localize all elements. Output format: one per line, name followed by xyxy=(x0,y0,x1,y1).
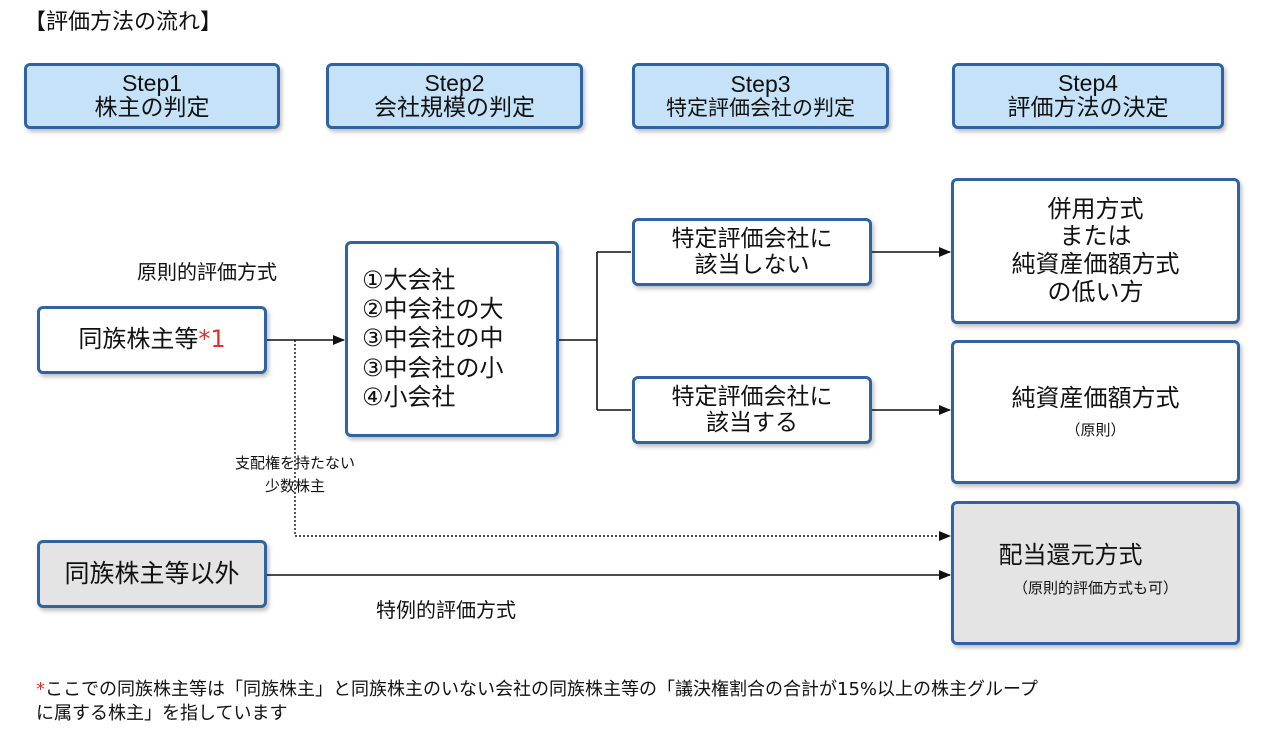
special-method-label: 特例的評価方式 xyxy=(376,598,516,622)
step3-label: 特定評価会社の判定 xyxy=(666,96,855,121)
specific-not-applicable-box: 特定評価会社に 該当しない xyxy=(632,218,872,286)
minority-label-line2: 少数株主 xyxy=(264,477,325,496)
company-size-item: ③中会社の小 xyxy=(362,353,504,382)
specific-applicable-box: 特定評価会社に 該当する xyxy=(632,376,872,444)
step1-label: 株主の判定 xyxy=(94,95,210,121)
step2-header: Step2 会社規模の判定 xyxy=(326,63,583,129)
footnote-mark: * xyxy=(36,679,45,700)
net-assets-note: （原則） xyxy=(1065,421,1126,440)
net-assets-label: 純資産価額方式 xyxy=(1011,383,1180,412)
specific-applicable-line2: 該当する xyxy=(706,410,798,436)
dotted-minority-path xyxy=(294,340,951,541)
family-shareholder-label: 同族株主等 xyxy=(78,325,199,354)
step3-header: Step3 特定評価会社の判定 xyxy=(632,63,889,129)
footnote: *ここでの同族株主等は「同族株主」と同族株主のいない会社の同族株主等の「議決権割… xyxy=(36,678,1266,727)
page-title: 【評価方法の流れ】 xyxy=(24,10,223,35)
minority-label-line1: 支配権を持たない xyxy=(234,454,355,472)
step2-label: 会社規模の判定 xyxy=(374,95,535,121)
step3-number: Step3 xyxy=(730,70,791,97)
family-shareholder-mark: *1 xyxy=(198,325,226,354)
combined-method-line: の低い方 xyxy=(1047,277,1144,306)
footnote-text1: ここでの同族株主等は「同族株主」と同族株主のいない会社の同族株主等の「議決権割合… xyxy=(45,679,1038,700)
specific-not-applicable-line2: 該当しない xyxy=(694,252,810,278)
step4-header: Step4 評価方法の決定 xyxy=(952,63,1224,129)
step1-header: Step1 株主の判定 xyxy=(24,63,280,129)
company-size-item: ①大会社 xyxy=(362,265,456,294)
footnote-line1: *ここでの同族株主等は「同族株主」と同族株主のいない会社の同族株主等の「議決権割… xyxy=(36,678,1266,702)
combined-method-line: 併用方式 xyxy=(1047,194,1144,223)
dividend-box: 配当還元方式 （原則的評価方式も可） xyxy=(951,501,1240,645)
minority-shareholder-label: 支配権を持たない 少数株主 xyxy=(206,452,384,499)
step4-number: Step4 xyxy=(1057,69,1119,96)
step2-number: Step2 xyxy=(424,69,485,96)
company-size-item: ③中会社の中 xyxy=(362,324,504,353)
principle-method-label: 原則的評価方式 xyxy=(137,260,277,284)
net-assets-box: 純資産価額方式 （原則） xyxy=(951,340,1240,484)
company-size-item: ②中会社の大 xyxy=(362,295,504,324)
combined-method-line: 純資産価額方式 xyxy=(1011,250,1180,278)
other-shareholder-box: 同族株主等以外 xyxy=(37,540,267,608)
specific-applicable-line1: 特定評価会社に xyxy=(671,383,833,410)
step4-label: 評価方法の決定 xyxy=(1007,95,1169,121)
footnote-line2: に属する株主」を指しています xyxy=(36,703,288,725)
branch-size-to-specific xyxy=(559,251,631,411)
company-size-box: ①大会社 ②中会社の大 ③中会社の中 ③中会社の小 ④小会社 xyxy=(345,241,559,437)
family-shareholder-box: 同族株主等*1 xyxy=(37,306,267,374)
dividend-note: （原則的評価方式も可） xyxy=(1012,578,1178,597)
step1-number: Step1 xyxy=(121,69,183,96)
dividend-label: 配当還元方式 xyxy=(998,541,1143,569)
other-shareholder-label: 同族株主等以外 xyxy=(64,558,240,588)
company-size-item: ④小会社 xyxy=(362,382,456,411)
combined-method-box: 併用方式 または 純資産価額方式 の低い方 xyxy=(951,178,1240,324)
combined-method-line: または xyxy=(1059,222,1132,251)
specific-not-applicable-line1: 特定評価会社に xyxy=(671,225,833,252)
